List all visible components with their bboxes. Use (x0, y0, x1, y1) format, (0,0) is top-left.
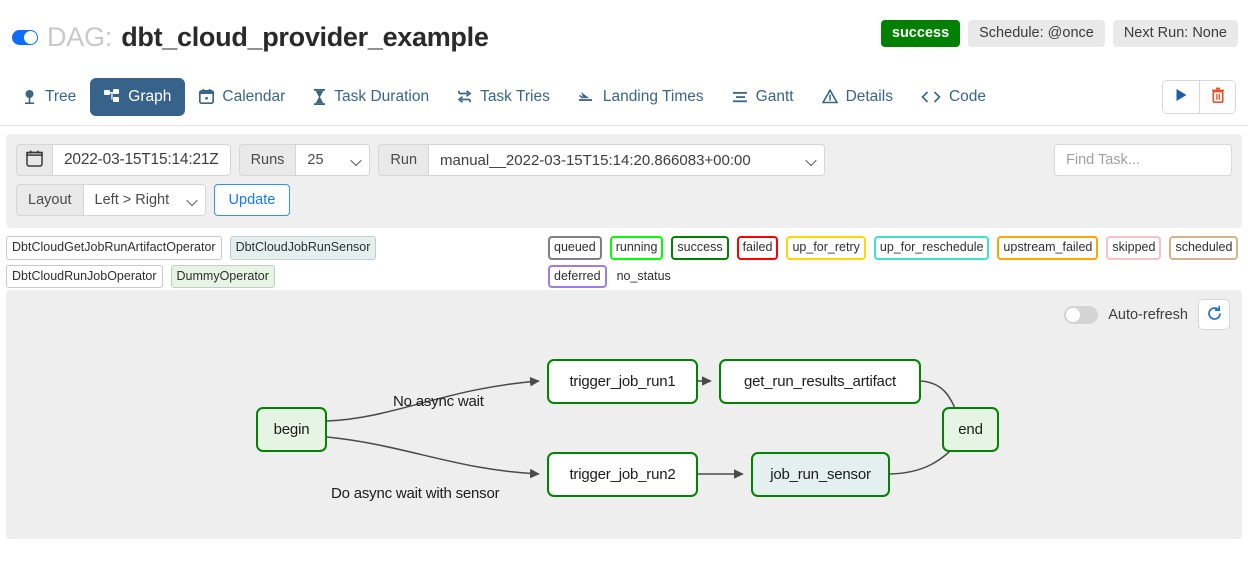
graph-node-trigger_job_run2[interactable]: trigger_job_run2 (547, 452, 698, 497)
gantt-icon (732, 90, 748, 104)
layout-label: Layout (16, 184, 84, 216)
legend-state-chip: failed (736, 236, 779, 260)
schedule-badge[interactable]: Schedule: @once (968, 20, 1105, 47)
legend-state-chip: upstream_failed (997, 236, 1099, 260)
runs-select[interactable]: 25 (296, 144, 371, 176)
legend-operator-chip: DummyOperator (170, 264, 275, 288)
trigger-dag-button[interactable] (1163, 80, 1199, 113)
base-date-group: 2022-03-15T15:14:21Z (16, 144, 231, 176)
triangle-info-icon (821, 89, 838, 104)
legend-states: queued running success failed up_for_retry up… (548, 236, 1244, 288)
tab-task-tries-label: Task Tries (480, 87, 550, 105)
tab-code-label: Code (948, 87, 987, 105)
graph-edge-label: Do async wait with sensor (331, 485, 500, 502)
graph-node-trigger_job_run1[interactable]: trigger_job_run1 (547, 359, 698, 404)
tab-tree[interactable]: Tree (8, 78, 90, 116)
graph-edges (326, 376, 960, 479)
trash-icon (1211, 87, 1225, 106)
retry-icon (457, 89, 472, 104)
landing-icon (578, 89, 595, 104)
calendar-picker-button[interactable] (16, 144, 53, 176)
layout-group: Layout Left > Right (16, 184, 206, 216)
tab-landing-times-label: Landing Times (602, 87, 704, 105)
refresh-button[interactable] (1198, 299, 1230, 330)
graph-edge-label: No async wait (393, 393, 484, 410)
tab-graph[interactable]: Graph (90, 77, 186, 116)
graph-canvas[interactable]: begin trigger_job_run1 get_run_results_art… (6, 290, 1242, 539)
tab-gantt-label: Gantt (755, 87, 794, 105)
tab-code[interactable]: Code (907, 78, 1000, 116)
auto-refresh-label: Auto-refresh (1108, 306, 1188, 323)
view-tabs: Tree Graph Calendar Task Duration Task T… (0, 68, 1248, 126)
graph-node-get_run_results_artifact[interactable]: get_run_results_artifact (719, 359, 921, 404)
layout-select[interactable]: Left > Right (83, 184, 206, 216)
page-header: DAG: dbt_cloud_provider_example success … (0, 0, 1248, 68)
tab-tree-label: Tree (45, 87, 77, 105)
refresh-icon (1206, 305, 1223, 325)
calendar-icon (199, 89, 215, 104)
dag-pause-toggle-icon[interactable] (12, 30, 38, 45)
legend-state-chip: scheduled (1169, 236, 1239, 260)
page-title: dbt_cloud_provider_example (121, 22, 489, 52)
legend-state-chip: up_for_reschedule (873, 236, 990, 260)
tab-calendar[interactable]: Calendar (185, 78, 299, 116)
tab-task-duration-label: Task Duration (334, 87, 430, 105)
dag-prefix-label: DAG: (47, 22, 113, 52)
legend-operator-chip: DbtCloudGetJobRunArtifactOperator (6, 236, 222, 260)
run-select[interactable]: manual__2022-03-15T15:14:20.866083+00:00 (429, 144, 826, 176)
legend-state-chip: up_for_retry (786, 236, 866, 260)
hourglass-icon (313, 88, 326, 105)
runs-group: Runs 25 (238, 144, 371, 176)
tab-details[interactable]: Details (808, 78, 907, 116)
calendar-icon (26, 150, 43, 171)
legend-state-chip: deferred (548, 264, 607, 288)
legend-operator-chip: DbtCloudJobRunSensor (229, 236, 377, 260)
tab-gantt[interactable]: Gantt (718, 78, 808, 116)
code-brackets-icon (921, 90, 941, 104)
filter-toolbar: 2022-03-15T15:14:21Z Runs 25 Run manual_… (6, 134, 1242, 228)
auto-refresh-toggle[interactable] (1064, 305, 1099, 324)
tab-graph-label: Graph (128, 87, 172, 105)
legend-operator-chip: DbtCloudRunJobOperator (6, 264, 163, 288)
legend-state-chip: queued (548, 236, 602, 260)
status-badge: success (880, 20, 961, 47)
run-label: Run (378, 144, 430, 176)
next-run-badge: Next Run: None (1112, 20, 1238, 47)
tab-task-duration[interactable]: Task Duration (299, 78, 443, 116)
toolbar-row-bottom: Layout Left > Right Update (16, 184, 1232, 216)
graph-panel: Auto-refresh begin trigger_job_run1 get_ru… (6, 290, 1242, 539)
graph-node-end[interactable]: end (942, 407, 999, 452)
tab-details-label: Details (845, 87, 893, 105)
graph-node-begin[interactable]: begin (256, 407, 327, 452)
dag-title-row: DAG: dbt_cloud_provider_example (12, 0, 1236, 53)
play-icon (1175, 88, 1188, 105)
dag-actions (1162, 79, 1236, 114)
update-button[interactable]: Update (213, 184, 291, 216)
runs-label: Runs (238, 144, 297, 176)
graph-icon (104, 89, 120, 104)
delete-dag-button[interactable] (1199, 80, 1235, 113)
tab-calendar-label: Calendar (222, 87, 286, 105)
tab-task-tries[interactable]: Task Tries (443, 78, 564, 116)
legend-state-chip: skipped (1106, 236, 1162, 260)
tab-landing-times[interactable]: Landing Times (564, 78, 718, 116)
graph-controls: Auto-refresh (1064, 299, 1230, 330)
tree-icon (22, 89, 37, 105)
legend-state-chip: running (609, 236, 664, 260)
graph-node-job_run_sensor[interactable]: job_run_sensor (751, 452, 890, 497)
legend-no-status-label: no_status (616, 268, 671, 283)
find-task-input[interactable] (1054, 144, 1232, 176)
toolbar-row-top: 2022-03-15T15:14:21Z Runs 25 Run manual_… (16, 144, 1232, 176)
legend-state-chip: success (671, 236, 729, 260)
run-group: Run manual__2022-03-15T15:14:20.866083+0… (378, 144, 826, 176)
header-badges: success Schedule: @once Next Run: None (880, 20, 1238, 47)
base-date-input[interactable]: 2022-03-15T15:14:21Z (53, 144, 231, 176)
